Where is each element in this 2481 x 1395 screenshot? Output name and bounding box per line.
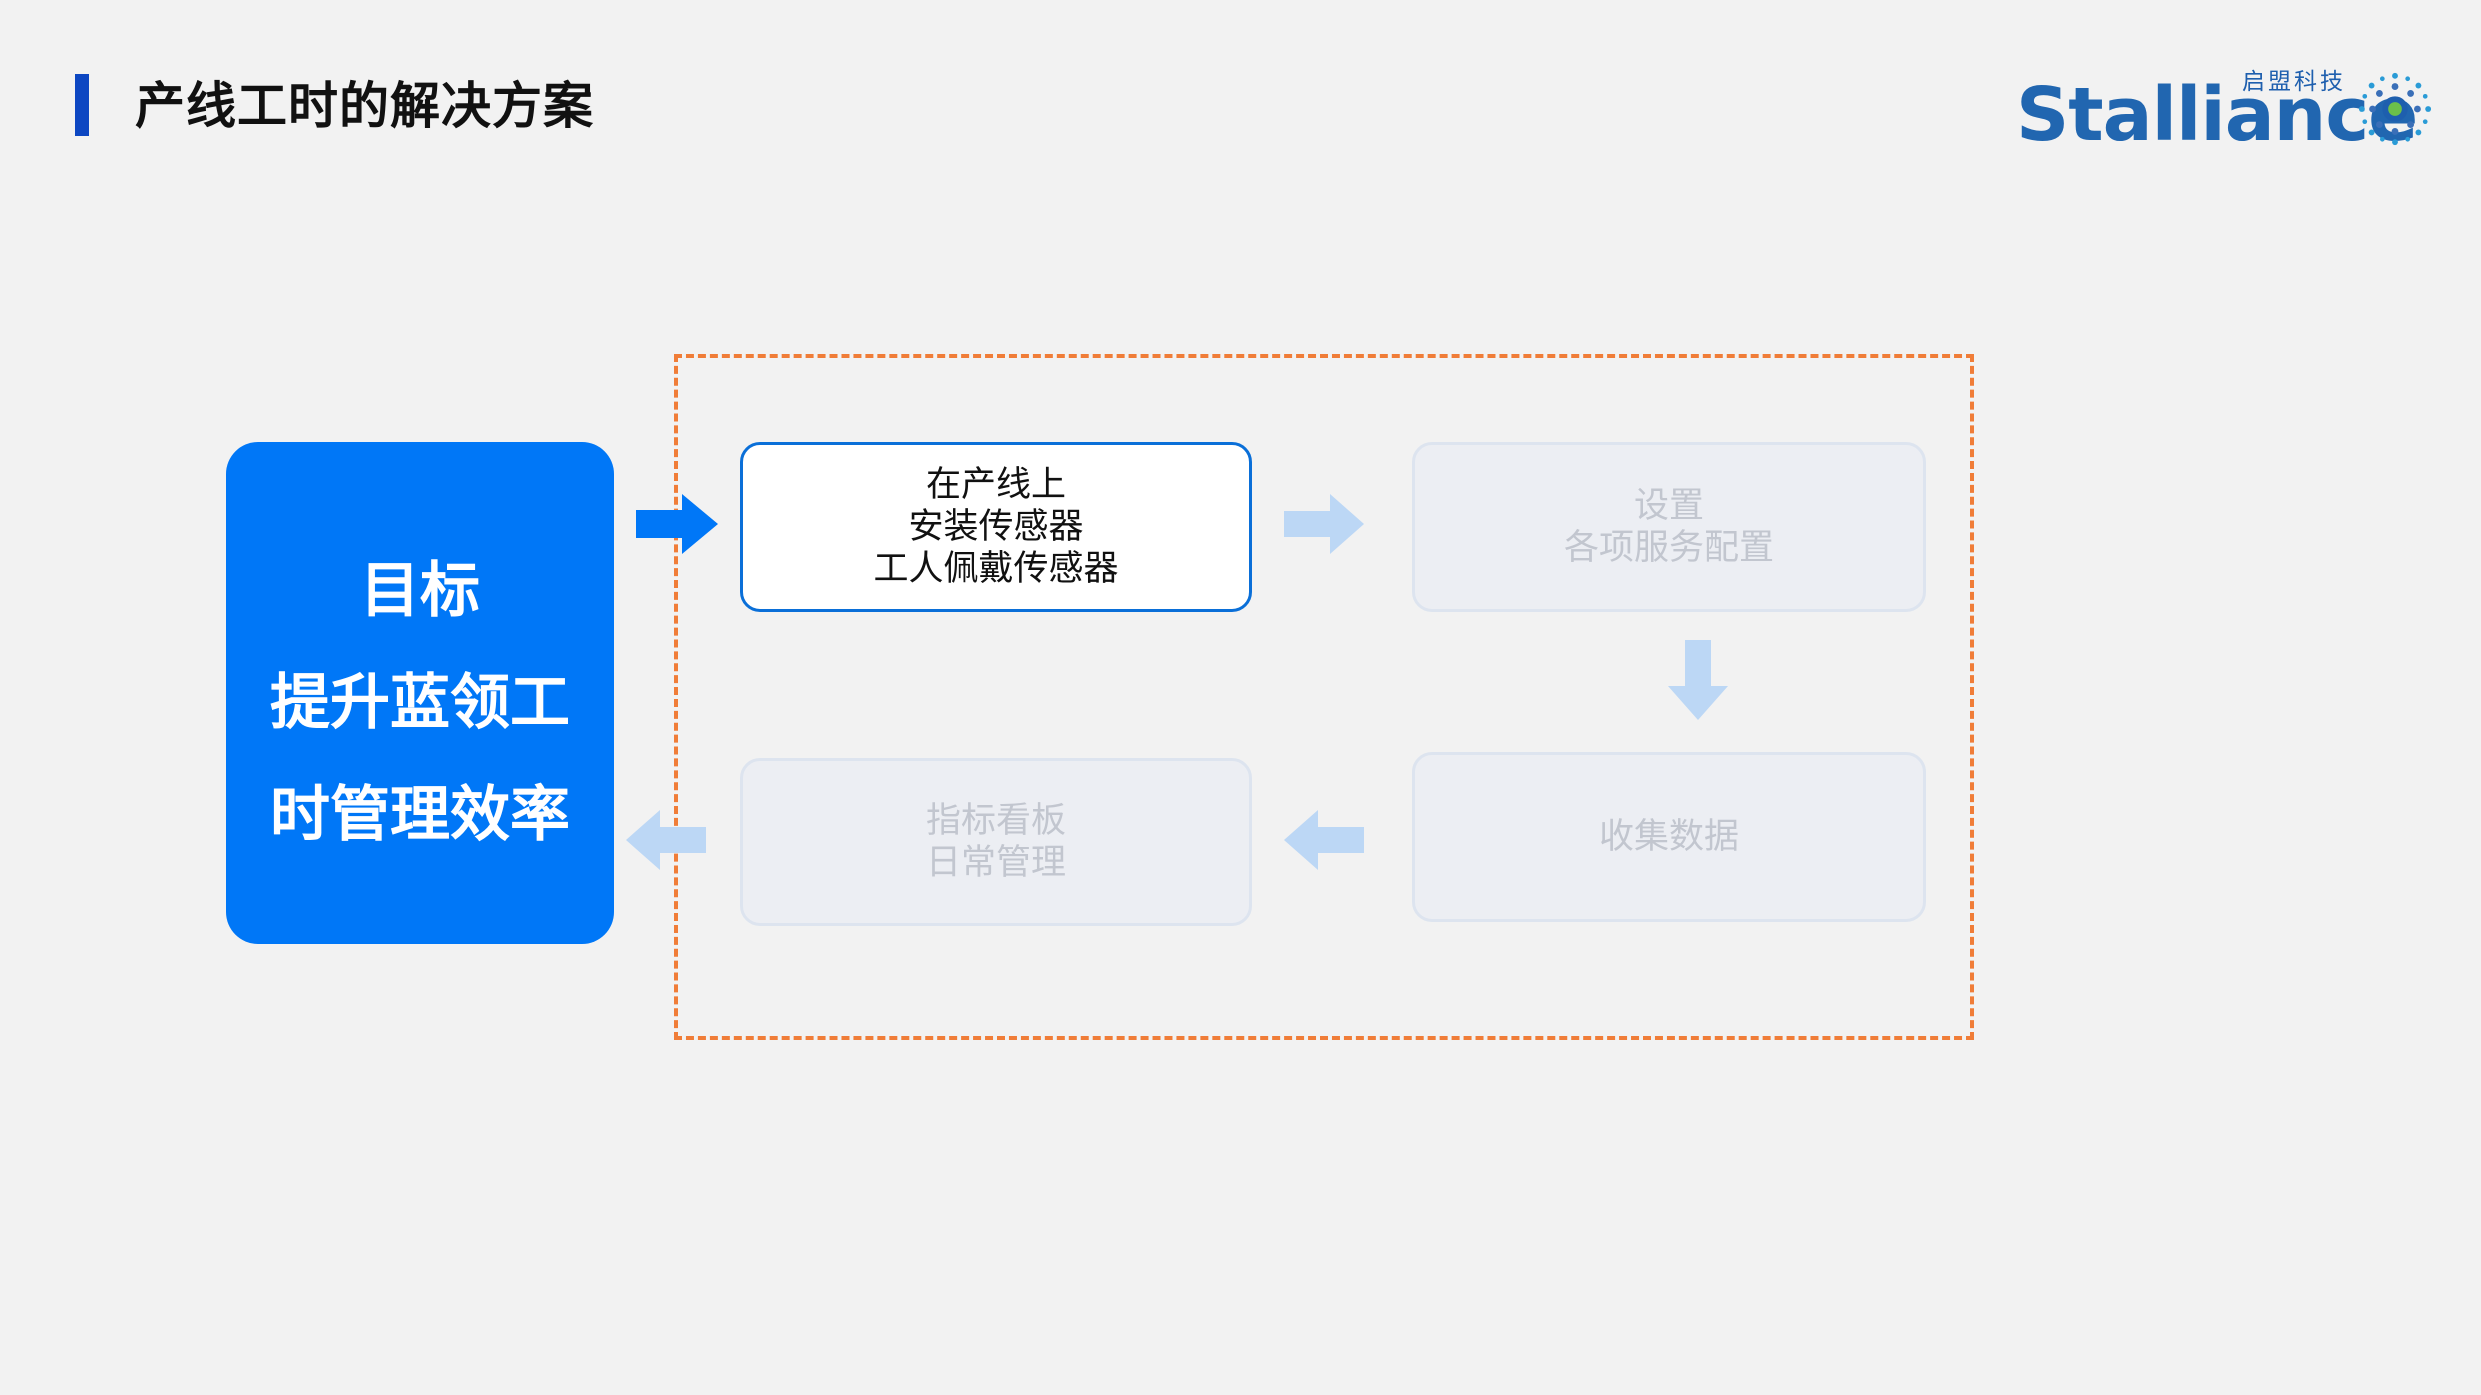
step-text-line: 收集数据	[1598, 817, 1739, 857]
step-text-line: 安装传感器	[908, 507, 1084, 547]
logo-chinese-text: 启盟科技	[2242, 69, 2346, 95]
goal-heading: 目标	[360, 556, 480, 626]
step-text-line: 日常管理	[925, 843, 1066, 883]
arrow-left-icon	[626, 810, 706, 870]
logo-sun-icon	[2358, 72, 2432, 146]
step-text-line: 工人佩戴传感器	[873, 549, 1119, 589]
arrow-right-icon	[1284, 494, 1364, 554]
arrow-left-icon	[1284, 810, 1364, 870]
step-collect-data: 收集数据	[1412, 752, 1926, 922]
goal-text-line-1: 提升蓝领工	[270, 668, 570, 738]
step-install-sensors: 在产线上 安装传感器 工人佩戴传感器	[740, 442, 1252, 612]
goal-box: 目标 提升蓝领工 时管理效率	[226, 442, 614, 944]
step-text-line: 在产线上	[925, 465, 1066, 505]
step-dashboard-management: 指标看板 日常管理	[740, 758, 1252, 926]
step-text-line: 各项服务配置	[1563, 528, 1774, 568]
arrow-right-icon	[636, 494, 718, 554]
company-logo: 启盟科技 Stalliance	[2016, 62, 2436, 158]
process-frame	[674, 354, 1974, 1040]
logo-english-text: Stalliance	[2016, 72, 2418, 158]
goal-text-line-2: 时管理效率	[270, 780, 570, 850]
step-text-line: 指标看板	[925, 801, 1066, 841]
title-accent-bar	[75, 74, 89, 136]
arrow-down-icon	[1668, 640, 1728, 720]
step-configure-services: 设置 各项服务配置	[1412, 442, 1926, 612]
step-text-line: 设置	[1633, 486, 1704, 526]
page-title: 产线工时的解决方案	[135, 77, 594, 135]
